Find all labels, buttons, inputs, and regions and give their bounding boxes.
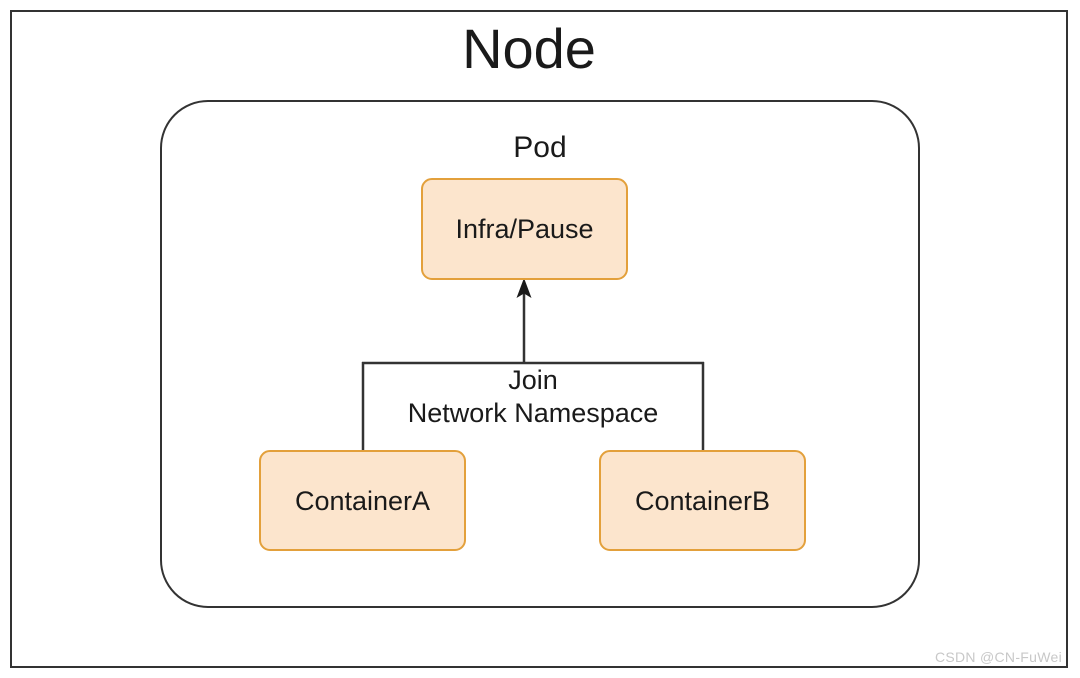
connector-label-line2: Network Namespace: [407, 398, 659, 428]
box-infra-pause: Infra/Pause: [421, 178, 628, 280]
box-container-a-label: ContainerA: [294, 485, 431, 516]
node-title: Node: [462, 17, 596, 80]
box-infra-pause-label: Infra/Pause: [455, 214, 594, 244]
connector-label: Join Network Namespace: [340, 364, 726, 430]
watermark: CSDN @CN-FuWei: [934, 649, 1062, 665]
pod-title: Pod: [513, 131, 567, 164]
connector-label-line1: Join: [508, 365, 558, 395]
box-container-b: ContainerB: [599, 450, 806, 551]
box-container-a: ContainerA: [259, 450, 466, 551]
pod-boundary: [160, 100, 920, 608]
box-container-b-label: ContainerB: [634, 485, 771, 516]
